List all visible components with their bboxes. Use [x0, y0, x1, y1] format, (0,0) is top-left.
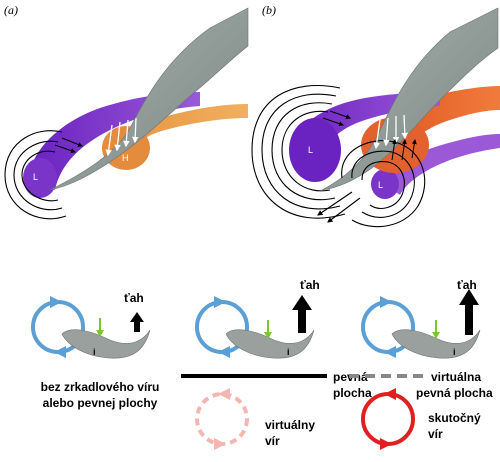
upwash-arrows-b	[391, 139, 417, 161]
outflow-arrows-b	[317, 191, 361, 223]
real-vortex-label-line1: skutočný	[428, 411, 481, 425]
orange-vortex-tube	[105, 104, 248, 160]
hydrofoil-3	[391, 329, 481, 359]
case-1-no-mirror: i ťah bez zrkadlového víru alebo pevnej …	[31, 291, 160, 410]
real-vortex-red	[361, 392, 415, 446]
panel-b-label: (b)	[262, 3, 276, 17]
downwash-arrows-a	[105, 117, 139, 157]
blue-vortex-arrow-top-1	[50, 296, 62, 308]
case-2-solid-surface: i ťah pevná plocha virtuálny vír	[181, 278, 372, 450]
real-vortex-label-line2: vír	[428, 427, 443, 441]
thrust-arrow-1	[130, 312, 144, 332]
case-3-real-vortex: i ťah virtuálna pevná plocha skutočný ví…	[349, 278, 493, 450]
flow-arrows-b	[322, 110, 351, 127]
low-pressure-label-lower: L	[378, 180, 383, 190]
case-1-caption-line2: alebo pevnej plochy	[43, 396, 158, 410]
pink-vortex-arrow-top	[218, 388, 230, 400]
foil-label-3: i	[453, 347, 456, 357]
blue-vortex-arrow-bottom-1	[54, 346, 66, 358]
high-pressure-label: H	[122, 153, 129, 163]
green-arrowhead-1	[96, 330, 104, 337]
virtual-vortex-label-line2: vír	[265, 434, 280, 448]
hydrofoil-2	[225, 329, 315, 359]
surface-label-3-line1: virtuálna	[431, 370, 481, 384]
red-vortex-arrow-top	[384, 388, 396, 400]
case-1-caption-line1: bez zrkadlového víru	[41, 380, 160, 394]
panel-a: (a) H L	[4, 3, 249, 220]
blue-vortex-arrow-top-3	[380, 296, 392, 308]
red-vortex-arrow-bottom	[380, 438, 392, 450]
foil-label-2: i	[287, 347, 290, 357]
panel-b: (b) L H L	[251, 3, 500, 228]
panel-a-label: (a)	[4, 3, 18, 17]
blue-vortex-arrow-top-2	[214, 296, 226, 308]
green-arrowhead-3	[432, 332, 440, 339]
thrust-label-1: ťah	[124, 291, 144, 305]
vortex-streamlines-a	[4, 130, 67, 220]
virtual-vortex-pink	[195, 392, 249, 446]
pink-vortex-arrow-bottom	[214, 438, 226, 450]
low-pressure-label-b: L	[308, 145, 313, 155]
downwash-arrows-b	[373, 114, 409, 150]
low-pressure-blob-b	[289, 118, 341, 182]
flow-arrows-a	[54, 137, 83, 154]
surface-label-3-line2: pevná plocha	[416, 386, 493, 400]
green-arrowhead-2	[264, 332, 272, 339]
purple-vortex-tube-lower	[385, 134, 500, 195]
wing-shape	[49, 7, 249, 191]
virtual-vortex-label-line1: virtuálny	[265, 418, 315, 432]
low-pressure-label: L	[33, 172, 38, 182]
thrust-label-2: ťah	[300, 278, 320, 292]
low-pressure-blob-lower	[371, 169, 399, 199]
hydrofoil-1	[61, 329, 151, 359]
vortex-streamlines-b-left	[251, 84, 346, 219]
thrust-arrow-2	[292, 295, 312, 333]
thrust-arrow-3	[459, 289, 479, 335]
blue-vortex-arrow-bottom-2	[218, 346, 230, 358]
vortex-streamlines-b-lower	[341, 140, 426, 228]
low-pressure-blob	[23, 158, 57, 198]
surface-label-2-line2: plocha	[333, 386, 372, 400]
foil-label-1: i	[93, 347, 96, 357]
blue-vortex-arrow-bottom-3	[384, 346, 396, 358]
thrust-label-3: ťah	[457, 278, 477, 292]
